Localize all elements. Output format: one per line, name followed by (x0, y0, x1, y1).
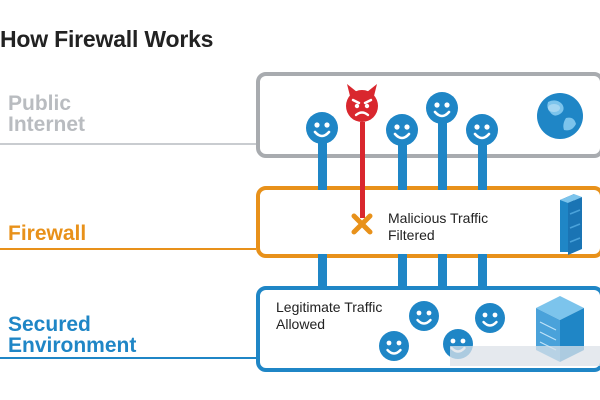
malicious-traffic-line (360, 122, 365, 218)
legitimate-traffic-message-line-1: Legitimate Traffic (276, 299, 383, 315)
legitimate-traffic-message-line-2: Allowed (276, 316, 326, 332)
smiley-user-icon (386, 114, 418, 146)
globe-icon (537, 93, 583, 139)
public-internet-rule (0, 143, 256, 145)
secured-environment-label-line-2: Environment (8, 334, 137, 357)
pipe-4-lower (478, 254, 487, 290)
pipe-1-upper (318, 140, 327, 190)
smiley-user-icon (426, 92, 458, 124)
pipe-1-lower (318, 254, 327, 290)
legitimate-traffic-message: Legitimate Traffic Allowed (276, 299, 382, 333)
public-internet-label: Public Internet (8, 93, 85, 135)
pipe-2-lower (398, 254, 407, 290)
devil-user-icon (346, 84, 378, 122)
firewall-panel-icon (560, 194, 582, 255)
smiley-user-icon (475, 303, 505, 333)
public-internet-label-line-1: Public (8, 92, 72, 115)
traffic-pipes (318, 122, 487, 290)
public-internet-label-line-2: Internet (8, 113, 86, 136)
firewall-box (256, 186, 600, 258)
secured-environment-rule (0, 357, 256, 359)
smiley-user-icon (409, 301, 439, 331)
secured-environment-label: Secured Environment (8, 314, 136, 356)
diagram-title: How Firewall Works (0, 26, 214, 52)
pipe-4-upper (478, 140, 487, 190)
pipe-3-upper (438, 122, 447, 190)
smiley-user-icon (379, 331, 409, 361)
secured-environment-label-line-1: Secured (8, 313, 91, 336)
malicious-traffic-message: Malicious Traffic Filtered (388, 210, 488, 244)
firewall-label: Firewall (8, 223, 86, 244)
firewall-label-line-1: Firewall (8, 222, 87, 245)
blurred-watermark-area (450, 346, 600, 366)
malicious-traffic-message-line-2: Filtered (388, 227, 435, 243)
firewall-rule (0, 248, 256, 250)
blocked-x-icon (351, 213, 373, 235)
smiley-user-icon (306, 112, 338, 144)
smiley-user-icon (466, 114, 498, 146)
malicious-traffic-message-line-1: Malicious Traffic (388, 210, 489, 226)
pipe-3-lower (438, 254, 447, 290)
pipe-2-upper (398, 140, 407, 190)
